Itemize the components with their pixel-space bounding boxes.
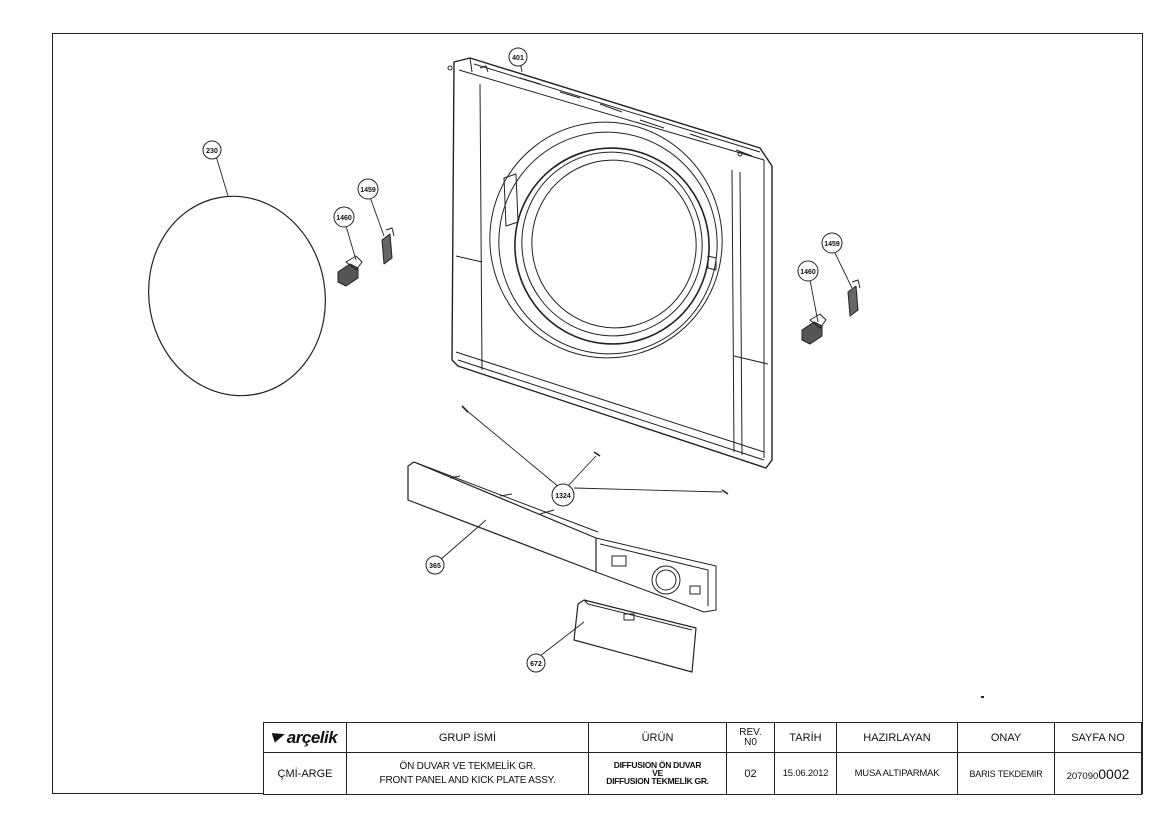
callout-672: 672 <box>526 653 546 673</box>
svg-text:1459: 1459 <box>360 187 376 194</box>
page-value-suffix: 0002 <box>1098 765 1130 782</box>
callout-401: 401 <box>508 47 528 67</box>
brand-mark-icon <box>271 728 287 743</box>
page-value-prefix: 207090 <box>1066 770 1099 782</box>
callout-230: 230 <box>202 140 222 160</box>
kick-plate <box>407 461 717 613</box>
rev-header-line2: N0 <box>744 736 757 748</box>
product-value: DIFFUSION ÖN DUVAR VE DIFFUSION TEKMELİK… <box>588 752 727 795</box>
callout-1460-left: 1460 <box>333 206 355 228</box>
screws <box>461 405 729 495</box>
rev-header: REV. N0 <box>726 722 775 753</box>
svg-text:1460: 1460 <box>800 269 816 276</box>
logo-cell: arçelik <box>263 722 347 753</box>
leader-lines <box>215 61 853 657</box>
approval-value: BARIS TEKDEMIR <box>957 752 1055 795</box>
rev-value: 02 <box>726 752 775 795</box>
svg-text:1324: 1324 <box>555 493 571 500</box>
dept-value: ÇMİ-ARGE <box>263 752 347 795</box>
group-value: ÖN DUVAR VE TEKMELİK GR. FRONT PANEL AND… <box>346 752 589 795</box>
title-block: arçelik GRUP İSMİ ÜRÜN REV. N0 TARİH HAZ… <box>263 722 1142 795</box>
group-header: GRUP İSMİ <box>346 722 589 753</box>
date-value: 15.06.2012 <box>774 752 837 795</box>
rev-header-line1: REV. <box>739 726 762 738</box>
callout-365: 365 <box>425 555 445 575</box>
callout-1459-right: 1459 <box>821 232 843 254</box>
group-value-tr: ÖN DUVAR VE TEKMELİK GR. <box>399 760 536 772</box>
hinge-left <box>337 227 395 287</box>
hinge-right <box>801 279 861 345</box>
approval-header: ONAY <box>957 722 1055 753</box>
svg-text:365: 365 <box>429 563 441 570</box>
callout-1459-left: 1459 <box>357 178 379 200</box>
callout-1324: 1324 <box>551 483 575 507</box>
page-header: SAYFA NO <box>1054 722 1142 753</box>
svg-text:230: 230 <box>206 148 218 155</box>
brand-logo: arçelik <box>286 727 338 747</box>
group-value-en: FRONT PANEL AND KICK PLATE ASSY. <box>379 774 556 786</box>
product-value-line1: DIFFUSION ÖN DUVAR <box>613 760 702 770</box>
filter-cover <box>573 599 697 673</box>
stray-mark <box>981 696 984 698</box>
svg-text:1460: 1460 <box>336 215 352 222</box>
gasket <box>148 195 326 397</box>
svg-text:672: 672 <box>530 661 542 668</box>
prepared-header: HAZIRLAYAN <box>836 722 958 753</box>
callouts: 401 230 1459 1460 1459 1460 1324 365 <box>202 47 843 673</box>
page-value: 2070900002 <box>1054 752 1142 795</box>
date-header: TARİH <box>774 722 837 753</box>
callout-1460-right: 1460 <box>797 260 819 282</box>
product-header: ÜRÜN <box>588 722 727 753</box>
product-value-line2: VE <box>652 768 663 778</box>
front-panel <box>447 57 773 469</box>
prepared-value: MUSA ALTIPARMAK <box>836 752 958 795</box>
product-value-line3: DIFFUSION TEKMELİK GR. <box>606 776 709 786</box>
svg-text:1459: 1459 <box>824 241 840 248</box>
svg-text:401: 401 <box>512 55 524 62</box>
